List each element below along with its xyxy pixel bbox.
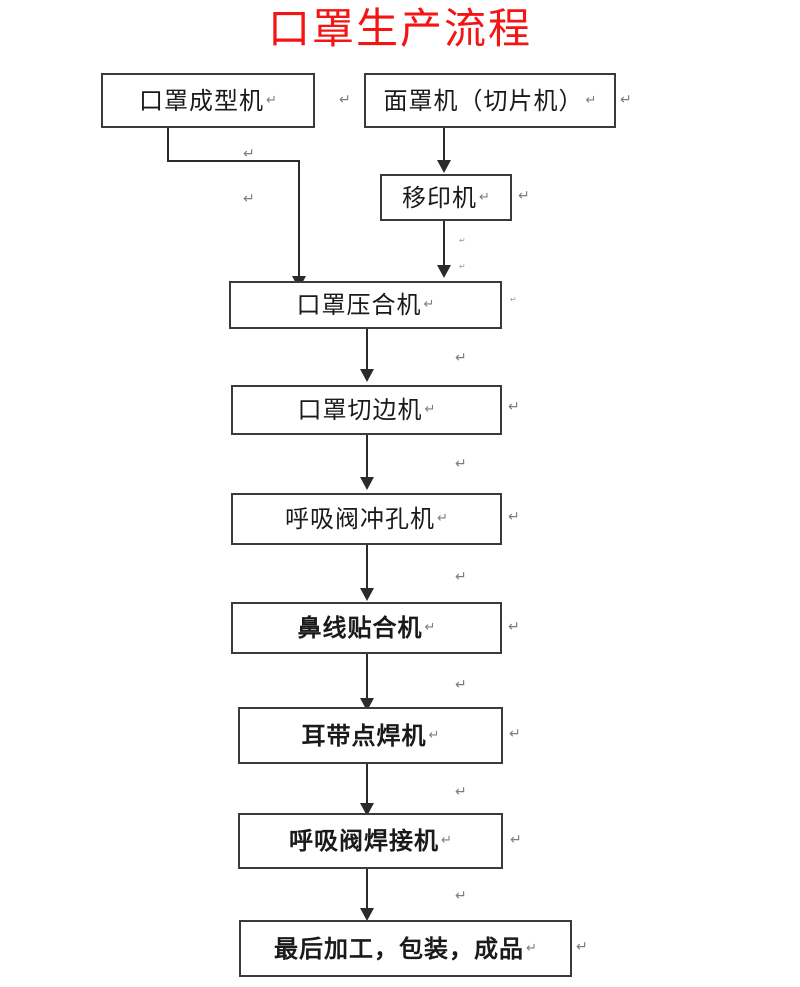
arrowhead-icon: [360, 908, 374, 921]
pilcrow-icon: ↵: [508, 619, 520, 635]
connector-segment: [443, 128, 445, 162]
pilcrow-icon: ↵: [455, 888, 467, 904]
node-mask-edge-cutter[interactable]: 口罩切边机 ↵: [231, 385, 502, 435]
arrowhead-icon: [437, 265, 451, 278]
pilcrow-icon: ↵: [510, 832, 522, 848]
node-label: 口罩压合机: [296, 291, 422, 319]
pilcrow-icon: ↵: [266, 92, 277, 108]
pilcrow-icon: ↵: [455, 350, 467, 366]
connector-segment: [366, 654, 368, 706]
pilcrow-icon: ↵: [243, 191, 255, 207]
pilcrow-icon: ↵: [620, 92, 632, 108]
connector-segment: [366, 545, 368, 595]
arrowhead-icon: [360, 369, 374, 382]
arrowhead-icon: [360, 588, 374, 601]
pilcrow-icon: ↵: [585, 92, 597, 108]
node-label: 呼吸阀冲孔机: [285, 505, 436, 533]
node-final-packaging[interactable]: 最后加工，包装，成品 ↵: [239, 920, 572, 977]
connector-segment: [298, 160, 300, 278]
node-label: 最后加工，包装，成品: [274, 933, 525, 963]
node-nose-wire-laminator[interactable]: 鼻线贴合机 ↵: [231, 602, 502, 654]
node-label: 面罩机（切片机）: [383, 86, 584, 115]
node-label: 口罩切边机: [297, 396, 423, 424]
pilcrow-icon: ↵: [455, 784, 467, 800]
node-valve-welding-machine[interactable]: 呼吸阀焊接机 ↵: [238, 813, 503, 869]
pilcrow-icon: ↵: [518, 188, 530, 204]
pilcrow-icon: ↵: [424, 620, 436, 635]
node-pad-printing-machine[interactable]: 移印机 ↵: [380, 174, 512, 221]
pilcrow-icon: ↵: [459, 262, 466, 271]
pilcrow-icon: ↵: [576, 939, 588, 955]
pilcrow-icon: ↵: [455, 569, 467, 585]
pilcrow-icon: ↵: [441, 833, 452, 848]
pilcrow-icon: ↵: [243, 146, 255, 162]
pilcrow-icon: ↵: [509, 726, 521, 742]
page-title: 口罩生产流程: [267, 4, 532, 53]
connector-segment: [366, 435, 368, 484]
pilcrow-icon: ↵: [423, 297, 435, 312]
pilcrow-icon: ↵: [424, 402, 436, 417]
node-face-mask-slicer[interactable]: 面罩机（切片机） ↵: [364, 73, 616, 128]
connector-segment: [167, 128, 169, 162]
arrowhead-icon: [437, 160, 451, 173]
arrowhead-icon: [360, 477, 374, 490]
pilcrow-icon: ↵: [526, 940, 537, 956]
pilcrow-icon: ↵: [428, 727, 440, 743]
pilcrow-icon: ↵: [339, 92, 351, 108]
connector-segment: [167, 160, 300, 162]
pilcrow-icon: ↵: [455, 677, 467, 693]
node-label: 耳带点焊机: [301, 720, 427, 750]
pilcrow-icon: ↵: [437, 511, 448, 526]
node-label: 呼吸阀焊接机: [289, 826, 440, 855]
pilcrow-icon: ↵: [455, 456, 467, 472]
connector-segment: [443, 221, 445, 276]
node-earloop-spot-welder[interactable]: 耳带点焊机 ↵: [238, 707, 503, 764]
connector-segment: [366, 869, 368, 917]
node-label: 鼻线贴合机: [297, 613, 423, 642]
node-label: 移印机: [402, 183, 478, 212]
pilcrow-icon: ↵: [479, 189, 490, 205]
node-mask-forming-machine[interactable]: 口罩成型机 ↵: [101, 73, 315, 128]
pilcrow-icon: ↵: [508, 509, 520, 525]
node-label: 口罩成型机: [139, 86, 265, 115]
connector-segment: [366, 764, 368, 812]
pilcrow-icon: ↵: [508, 399, 520, 415]
node-valve-punching-machine[interactable]: 呼吸阀冲孔机 ↵: [231, 493, 502, 545]
pilcrow-icon: ↵: [459, 236, 466, 245]
node-mask-pressing-machine[interactable]: 口罩压合机 ↵: [229, 281, 502, 329]
arrowhead-icon: [360, 803, 374, 816]
pilcrow-icon: ↵: [510, 295, 517, 304]
connector-segment: [366, 329, 368, 377]
